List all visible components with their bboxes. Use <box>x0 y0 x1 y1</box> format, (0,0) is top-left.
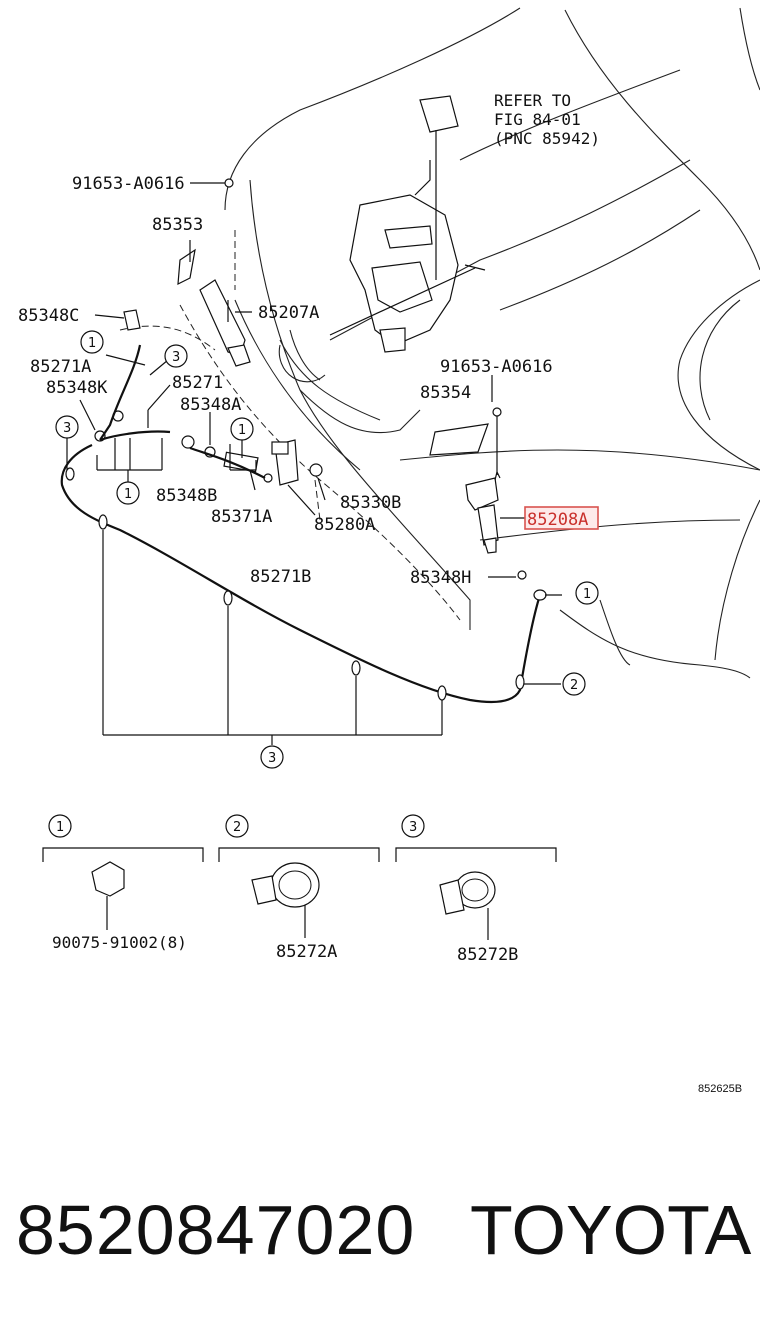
legend-item-2: 2 85272A <box>218 814 380 962</box>
svg-text:1: 1 <box>238 423 246 438</box>
label-91653-a0616-right[interactable]: 91653-A0616 <box>440 357 553 377</box>
legend-part-2[interactable]: 85272A <box>276 942 337 962</box>
label-85348h[interactable]: 85348H <box>410 568 471 588</box>
hose-clamps <box>65 467 547 701</box>
refer-note: REFER TO FIG 84-01 (PNC 85942) <box>494 91 600 148</box>
svg-text:1: 1 <box>56 820 64 835</box>
label-85348b[interactable]: 85348B <box>156 486 217 506</box>
svg-text:3: 3 <box>172 350 180 365</box>
label-85330b[interactable]: 85330B <box>340 493 401 513</box>
legend-part-3[interactable]: 85272B <box>457 945 518 965</box>
svg-text:3: 3 <box>268 751 276 766</box>
label-85271[interactable]: 85271 <box>172 373 223 393</box>
label-91653-a0616-top[interactable]: 91653-A0616 <box>72 174 185 194</box>
washer-nozzle-left <box>123 178 502 456</box>
part-labels: 91653-A0616 85353 85348C 85207A 85271A 8… <box>18 174 553 588</box>
clip-icon <box>91 861 125 897</box>
label-85207a[interactable]: 85207A <box>258 303 319 323</box>
legend-item-1: 1 90075-91002(8) <box>42 814 204 952</box>
part-number: 8520847020 <box>16 1191 416 1269</box>
svg-text:1: 1 <box>583 587 591 602</box>
label-85371a[interactable]: 85371A <box>211 507 272 527</box>
leader-lines <box>66 182 562 745</box>
washer-tank-illustration <box>349 95 486 353</box>
label-85348k[interactable]: 85348K <box>46 378 108 398</box>
label-85354[interactable]: 85354 <box>420 383 471 403</box>
washer-hoses <box>60 344 542 704</box>
label-85271b[interactable]: 85271B <box>250 567 311 587</box>
callout-1-c: 1 <box>116 481 140 505</box>
clamp-legend: 1 90075-91002(8) 2 85272A 3 85272B <box>42 814 557 965</box>
callout-3-a: 3 <box>164 344 188 368</box>
label-85348a[interactable]: 85348A <box>180 395 241 415</box>
refer-note-line-3: (PNC 85942) <box>494 129 600 148</box>
vehicle-body-outline <box>119 7 760 679</box>
svg-text:3: 3 <box>409 820 417 835</box>
highlight-box <box>524 506 599 530</box>
refer-note-line-1: REFER TO <box>494 91 571 110</box>
svg-text:1: 1 <box>124 487 132 502</box>
svg-text:1: 1 <box>88 336 96 351</box>
svg-text:3: 3 <box>63 421 71 436</box>
callout-3-b: 3 <box>55 415 79 439</box>
label-85208a[interactable]: 85208A <box>527 510 588 530</box>
legend-part-1[interactable]: 90075-91002(8) <box>52 933 187 952</box>
label-85353[interactable]: 85353 <box>152 215 203 235</box>
callout-3-c: 3 <box>260 745 284 769</box>
diagram-callouts: 1 3 3 1 1 1 2 3 <box>55 330 599 769</box>
figure-code: 852625B <box>698 1083 742 1095</box>
legend-item-3: 3 85272B <box>395 814 557 965</box>
brand-name: TOYOTA <box>470 1191 752 1269</box>
washer-pump-and-joints <box>94 410 323 486</box>
label-85271a[interactable]: 85271A <box>30 357 91 377</box>
callout-1-b: 1 <box>230 417 254 441</box>
svg-text:2: 2 <box>233 820 241 835</box>
label-85280a[interactable]: 85280A <box>314 515 375 535</box>
svg-text:2: 2 <box>570 678 578 693</box>
callout-2-a: 2 <box>562 672 586 696</box>
callout-1-a: 1 <box>80 330 104 354</box>
refer-note-line-2: FIG 84-01 <box>494 110 581 129</box>
callout-1-d: 1 <box>575 581 599 605</box>
product-footer: 8520847020 TOYOTA <box>0 1190 760 1280</box>
washer-nozzle-right <box>465 470 527 580</box>
highlighted-part[interactable]: 85208A <box>524 506 599 530</box>
label-85348c[interactable]: 85348C <box>18 306 79 326</box>
